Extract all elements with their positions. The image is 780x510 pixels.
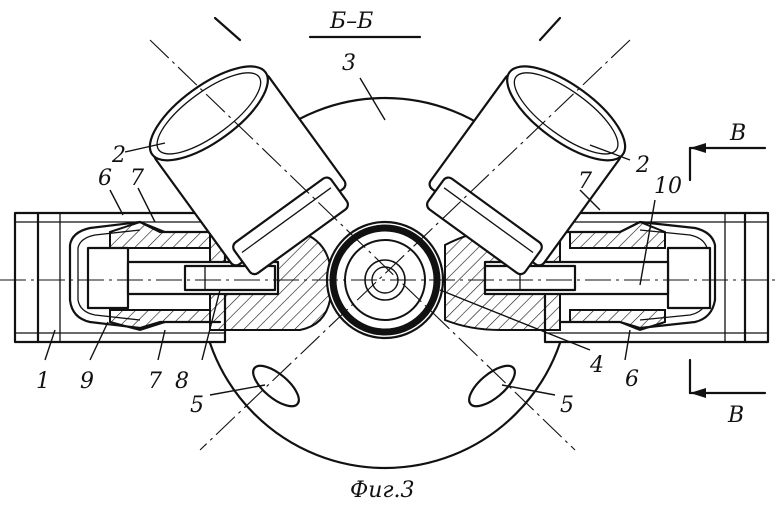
section-label: Б–Б	[329, 9, 373, 34]
hole-right	[468, 364, 516, 408]
label-7-upper-left: 7	[130, 166, 144, 191]
label-10: 10	[654, 174, 682, 199]
view-marker-label-top: В	[729, 121, 746, 146]
branch-right	[426, 65, 627, 276]
label-3: 3	[342, 51, 356, 76]
view-marker-top	[688, 143, 767, 182]
view-marker-bottom	[688, 358, 767, 398]
label-5-right: 5	[560, 393, 574, 418]
label-1: 1	[36, 369, 50, 394]
bolt-left	[86, 246, 280, 310]
label-2-left: 2	[111, 143, 126, 168]
label-7-upper-right: 7	[578, 169, 592, 194]
sleeve-left	[68, 220, 222, 332]
label-8: 8	[175, 369, 189, 394]
view-marker-label-bottom: В	[727, 403, 744, 428]
label-2-right: 2	[635, 153, 650, 178]
axis-lines	[0, 16, 780, 451]
label-6-left: 6	[98, 166, 112, 191]
label-5-left: 5	[190, 393, 204, 418]
sleeve-right	[558, 220, 717, 332]
hole-left	[252, 364, 300, 408]
label-6-right: 6	[625, 367, 639, 392]
label-4: 4	[589, 353, 604, 378]
label-7-lower-left: 7	[148, 369, 162, 394]
label-9: 9	[80, 369, 94, 394]
branch-left	[148, 65, 349, 276]
leader-lines	[44, 77, 656, 396]
figure-caption: Фиг.3	[350, 478, 415, 503]
